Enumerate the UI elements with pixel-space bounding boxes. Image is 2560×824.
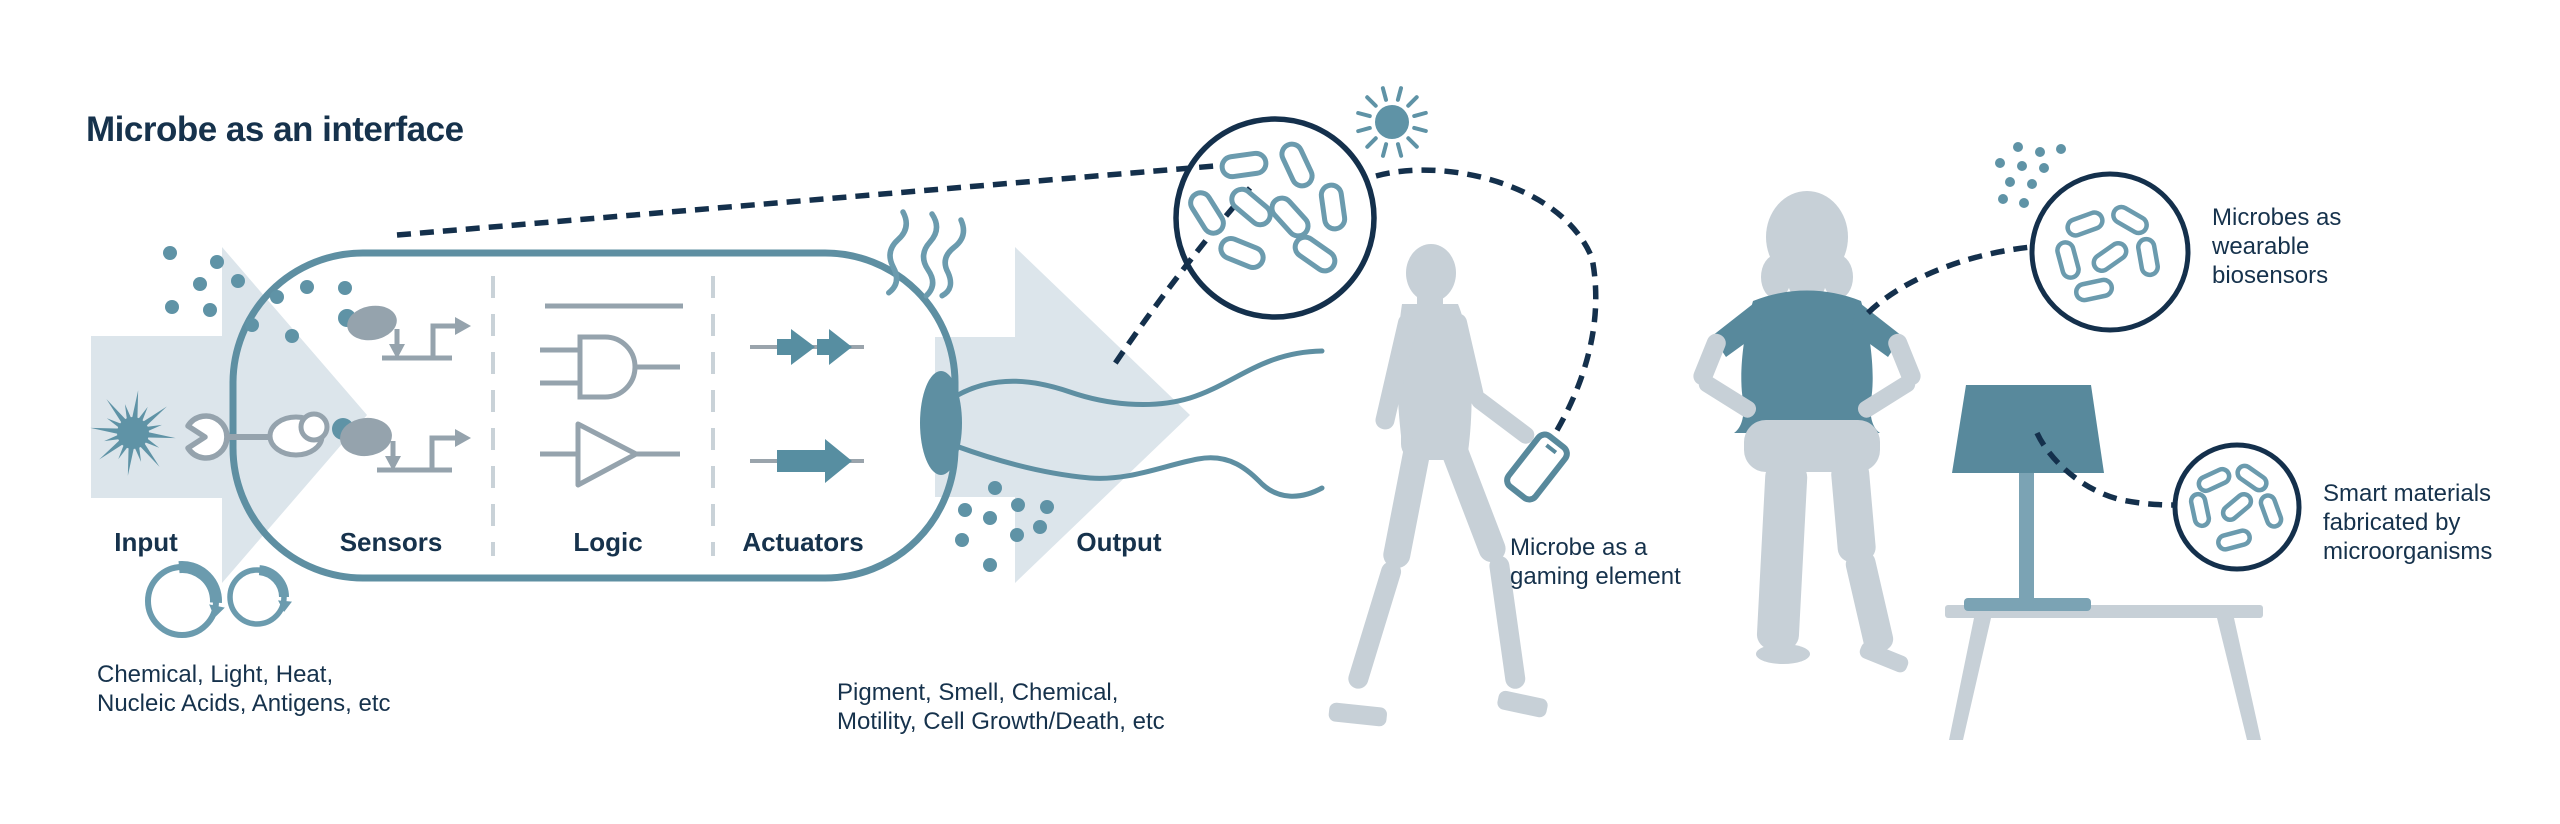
sun-icon bbox=[1356, 86, 1428, 158]
plasmid-icons bbox=[142, 561, 292, 641]
label-output: Output bbox=[1076, 527, 1162, 557]
sensor-icon bbox=[338, 305, 397, 341]
page-title: Microbe as an interface bbox=[86, 110, 464, 149]
lamp-icon bbox=[1952, 385, 2104, 611]
section-dividers bbox=[491, 276, 715, 556]
microbes-in-wearable-circle bbox=[2055, 204, 2160, 303]
actuator-arrows-icon bbox=[750, 329, 864, 483]
output-examples-text: Pigment, Smell, Chemical, Motility, Cell… bbox=[837, 679, 1165, 735]
cell-pole bbox=[920, 371, 962, 475]
input-molecule-dots bbox=[163, 246, 352, 343]
gaming-annotation: Microbe as a gaming element bbox=[1510, 534, 1681, 590]
phone-icon bbox=[1504, 431, 1570, 503]
dashed-connector-circle-to-phone bbox=[1375, 167, 1599, 434]
input-examples-text: Chemical, Light, Heat, Nucleic Acids, An… bbox=[97, 661, 391, 717]
woman-silhouette bbox=[1693, 191, 1921, 673]
wearable-annotation: Microbes as wearable biosensors bbox=[2212, 204, 2342, 289]
output-flow-arrow bbox=[935, 247, 1190, 583]
table bbox=[1945, 605, 2263, 740]
dashed-connector-lamp-to-smart bbox=[2034, 431, 2175, 508]
flagella-icon bbox=[953, 348, 1325, 499]
microbes-in-smart-circle bbox=[2188, 463, 2284, 552]
receptor-icon bbox=[185, 411, 392, 461]
expression-glyph-top bbox=[382, 317, 471, 361]
label-sensors: Sensors bbox=[339, 527, 443, 557]
dashed-connector-shoulder-to-wearable bbox=[1866, 244, 2032, 315]
expression-glyph-bottom bbox=[377, 429, 471, 473]
man-silhouette bbox=[1328, 244, 1548, 727]
smart-materials-annotation: Smart materials fabricated by microorgan… bbox=[2323, 480, 2493, 565]
smell-squiggles-icon bbox=[886, 209, 967, 299]
label-input: Input bbox=[114, 527, 178, 557]
input-flow-arrow bbox=[91, 247, 367, 583]
dashed-connectors bbox=[396, 159, 2175, 508]
output-molecule-dots bbox=[955, 481, 1054, 572]
dashed-connector-circle-to-output bbox=[1109, 186, 1253, 370]
microbes-in-magnifier bbox=[1188, 141, 1348, 274]
label-logic: Logic bbox=[573, 527, 643, 557]
starburst-icon bbox=[90, 390, 176, 476]
logic-buffer-gate-icon bbox=[540, 421, 680, 488]
dashed-connector-capsule-to-circle bbox=[396, 159, 1263, 238]
label-actuators: Actuators bbox=[742, 527, 864, 557]
wearable-molecule-dots bbox=[1995, 142, 2066, 208]
logic-and-gate-icon bbox=[540, 334, 680, 400]
